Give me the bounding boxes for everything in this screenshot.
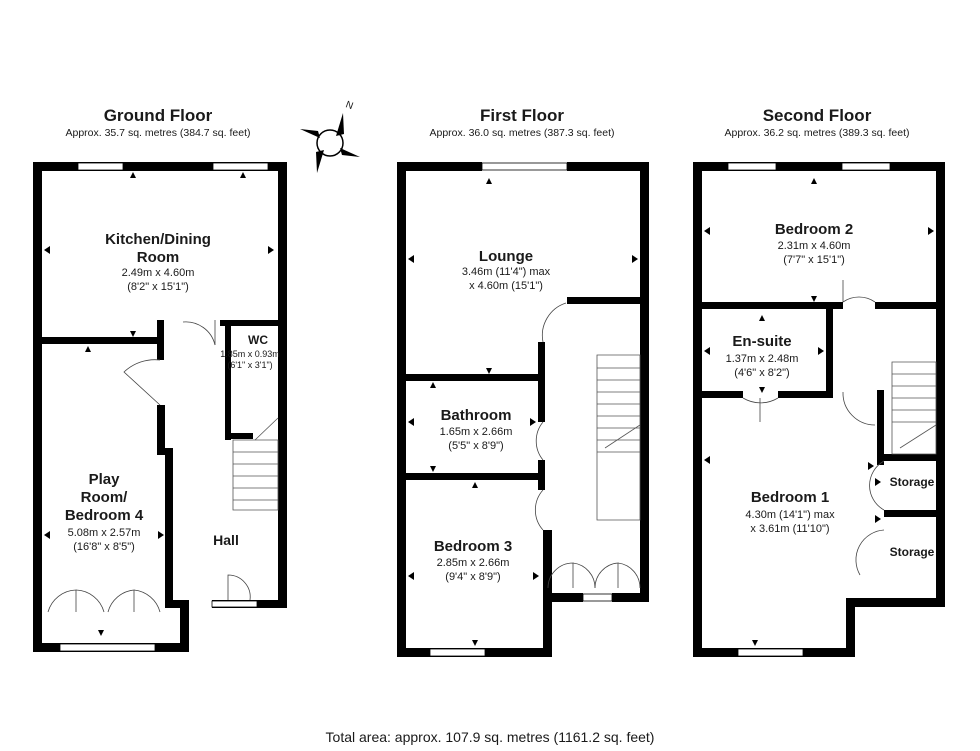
bedroom2-dims-metric: 2.31m x 4.60m [778,240,851,252]
ground-floor-area: Approx. 35.7 sq. metres (384.7 sq. feet) [65,127,250,139]
second-floor-area: Approx. 36.2 sq. metres (389.3 sq. feet) [724,127,909,139]
ground-floor-plan: Kitchen/Dining Room 2.49m x 4.60m (8'2" … [33,162,287,652]
lounge-dims-line2: x 4.60m (15'1") [469,280,543,292]
compass-icon: N [300,99,360,173]
kitchen-name-line2: Room [137,249,180,266]
ensuite-dims-imperial: (4'6" x 8'2") [734,367,789,379]
kitchen-name-line1: Kitchen/Dining [105,231,211,248]
bathroom-name: Bathroom [441,407,512,424]
second-floor-title: Second Floor [763,106,872,125]
bedroom1-dims-line2: x 3.61m (11'10") [750,523,829,535]
bedroom3-dims-imperial: (9'4" x 8'9") [445,571,500,583]
storage-lower-name: Storage [890,545,935,559]
ground-floor-title: Ground Floor [104,106,213,125]
wc-name: WC [248,333,268,347]
playroom-name-line1: Play [89,471,121,488]
bedroom1-dims-line1: 4.30m (14'1") max [745,509,835,521]
storage-upper-name: Storage [890,475,935,489]
kitchen-dims-metric: 2.49m x 4.60m [122,267,195,279]
bedroom3-name: Bedroom 3 [434,538,512,555]
compass-north-label: N [344,99,355,112]
ensuite-dims-metric: 1.37m x 2.48m [726,353,799,365]
hall-name: Hall [213,532,239,548]
bathroom-dims-metric: 1.65m x 2.66m [440,426,513,438]
second-floor-plan: Bedroom 2 2.31m x 4.60m (7'7" x 15'1") E… [693,162,945,657]
playroom-dims-imperial: (16'8" x 8'5") [73,541,135,553]
first-floor-title: First Floor [480,106,564,125]
lounge-name: Lounge [479,248,533,265]
playroom-name-line2: Room/ [81,489,128,506]
bathroom-dims-imperial: (5'5" x 8'9") [448,440,503,452]
bedroom2-name: Bedroom 2 [775,221,853,238]
bedroom1-name: Bedroom 1 [751,489,829,506]
wc-dims-metric: 1.85m x 0.93m [220,349,280,359]
bedroom3-dims-metric: 2.85m x 2.66m [437,557,510,569]
lounge-dims-line1: 3.46m (11'4") max [462,266,551,278]
total-area: Total area: approx. 107.9 sq. metres (11… [326,729,655,745]
playroom-dims-metric: 5.08m x 2.57m [68,527,141,539]
first-floor-area: Approx. 36.0 sq. metres (387.3 sq. feet) [429,127,614,139]
playroom-name-line3: Bedroom 4 [65,507,144,524]
wc-dims-imperial: (6'1" x 3'1") [227,360,272,370]
ensuite-name: En-suite [732,333,791,350]
kitchen-dims-imperial: (8'2" x 15'1") [127,281,189,293]
first-floor-plan: Lounge 3.46m (11'4") max x 4.60m (15'1")… [397,162,649,657]
bedroom2-dims-imperial: (7'7" x 15'1") [783,254,845,266]
